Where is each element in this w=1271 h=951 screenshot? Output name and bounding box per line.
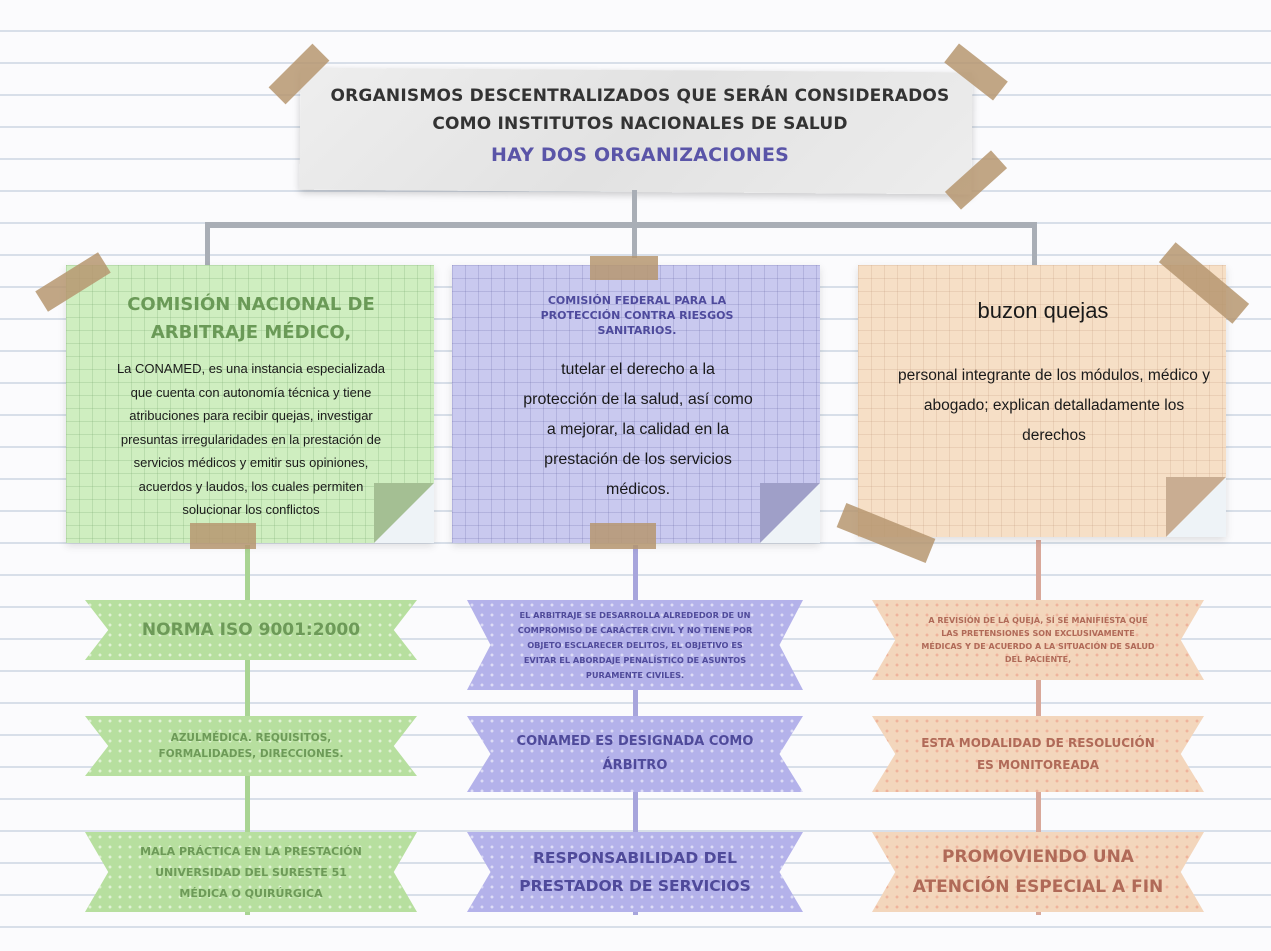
card-conamed-fold — [374, 483, 434, 543]
banner-mala-practica: MALA PRÁCTICA EN LA PRESTACIÓN UNIVERSID… — [85, 832, 417, 912]
banner-promoviendo: PROMOVIENDO UNA ATENCIÓN ESPECIAL A FIN — [872, 832, 1204, 912]
card-conamed-body: La CONAMED, es una instancia especializa… — [116, 361, 386, 517]
banner-conamed-arbitro: CONAMED ES DESIGNADA COMO ÁRBITRO — [467, 716, 803, 792]
banner-arbitraje: EL ARBITRAJE SE DESARROLLA ALREDEDOR DE … — [467, 600, 803, 690]
card-conamed-title: COMISIÓN NACIONAL DE ARBITRAJE MÉDICO, — [127, 294, 375, 343]
card-conamed — [66, 265, 434, 543]
card-buzon-quejas-fold — [1166, 477, 1226, 537]
connector-mid-drop — [632, 222, 637, 258]
banner-modalidad-resolucion: ESTA MODALIDAD DE RESOLUCIÓN ES MONITORE… — [872, 716, 1204, 792]
card-cofepris-body: tutelar el derecho a la protección de la… — [523, 361, 753, 498]
header-title-line1: ORGANISMOS DESCENTRALIZADOS QUE SERÁN CO… — [330, 86, 950, 106]
connector-horizontal — [205, 222, 1037, 228]
connector-left-drop — [205, 222, 210, 268]
card-buzon-quejas-title: buzon quejas — [977, 298, 1109, 323]
tape-card2-bottom — [590, 523, 656, 549]
card-buzon-quejas-body: personal integrante de los módulos, médi… — [898, 367, 1210, 444]
card-cofepris-fold — [760, 483, 820, 543]
card-buzon-quejas — [858, 265, 1226, 537]
header-title-line2: COMO INSTITUTOS NACIONALES DE SALUD — [432, 114, 848, 134]
connector-header-stem — [632, 190, 637, 228]
header-subtitle: HAY DOS ORGANIZACIONES — [490, 144, 790, 166]
tape-card1-bottom — [190, 523, 256, 549]
banner-azulmedica: AZULMÉDICA. REQUISITOS, FORMALIDADES, DI… — [85, 716, 417, 776]
card-cofepris — [452, 265, 820, 543]
tape-card2-top — [590, 256, 658, 280]
banner-responsabilidad: RESPONSABILIDAD DEL PRESTADOR DE SERVICI… — [467, 832, 803, 912]
banner-norma-iso: NORMA ISO 9001:2000 — [85, 600, 417, 660]
banner-revision-queja: A REVISIÓN DE LA QUEJA, SÍ SE MANIFIESTA… — [872, 600, 1204, 680]
card-cofepris-title: COMISIÓN FEDERAL PARA LA PROTECCIÓN CONT… — [540, 294, 734, 337]
connector-right-drop — [1032, 222, 1037, 268]
